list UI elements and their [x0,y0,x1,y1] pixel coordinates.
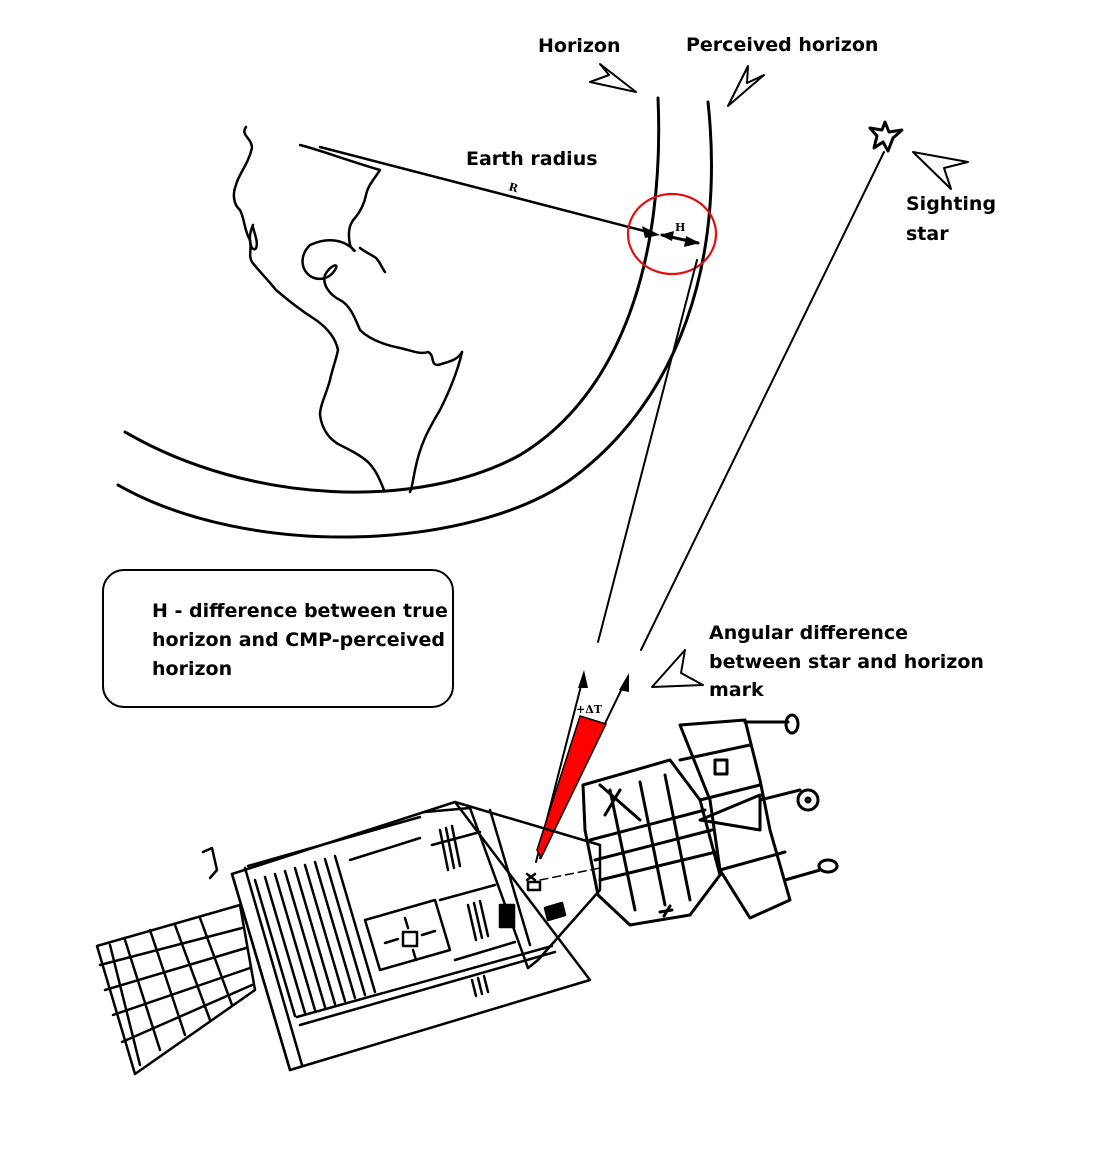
horizon-sight-line [597,259,698,643]
star-icon [868,120,904,153]
angular-difference-label-line2: between star and horizon [709,651,984,673]
height-symbol: H [675,221,685,234]
earth-radius-label: Earth radius [466,148,598,170]
true-horizon-arc [123,96,661,494]
star-sight-line [640,151,885,651]
star-pointer-arrow [912,151,969,190]
radius-arrowhead [642,226,660,238]
command-service-module [95,800,602,1076]
sighting-star-label-line2: star [906,223,949,245]
radius-symbol: R [507,180,520,195]
angular-pointer-arrow [651,649,704,688]
highlight-circle [626,192,718,276]
delta-t-symbol: +ΔT [576,703,603,716]
perceived-horizon-pointer-arrow [727,65,765,107]
note-text: H - difference between true horizon and … [152,600,448,680]
continents-outline [232,125,464,494]
perceived-horizon-label: Perceived horizon [686,34,879,56]
angular-difference-label-line1: Angular difference [709,622,908,644]
height-arrow-left [660,231,674,241]
height-arrow-right [684,236,700,247]
horizon-pointer-arrow [589,63,637,93]
perceived-horizon-arc [116,100,713,539]
angle-arrowhead-right [619,673,629,692]
note-box: H - difference between true horizon and … [102,569,454,708]
angle-arrowhead-left [578,670,588,688]
horizon-label: Horizon [538,35,621,57]
earth-radius-line [318,145,654,235]
lunar-module [581,713,839,927]
angle-wedge [536,715,608,860]
sighting-star-label-line1: Sighting [906,193,997,215]
angular-difference-label-line3: mark [709,679,764,701]
